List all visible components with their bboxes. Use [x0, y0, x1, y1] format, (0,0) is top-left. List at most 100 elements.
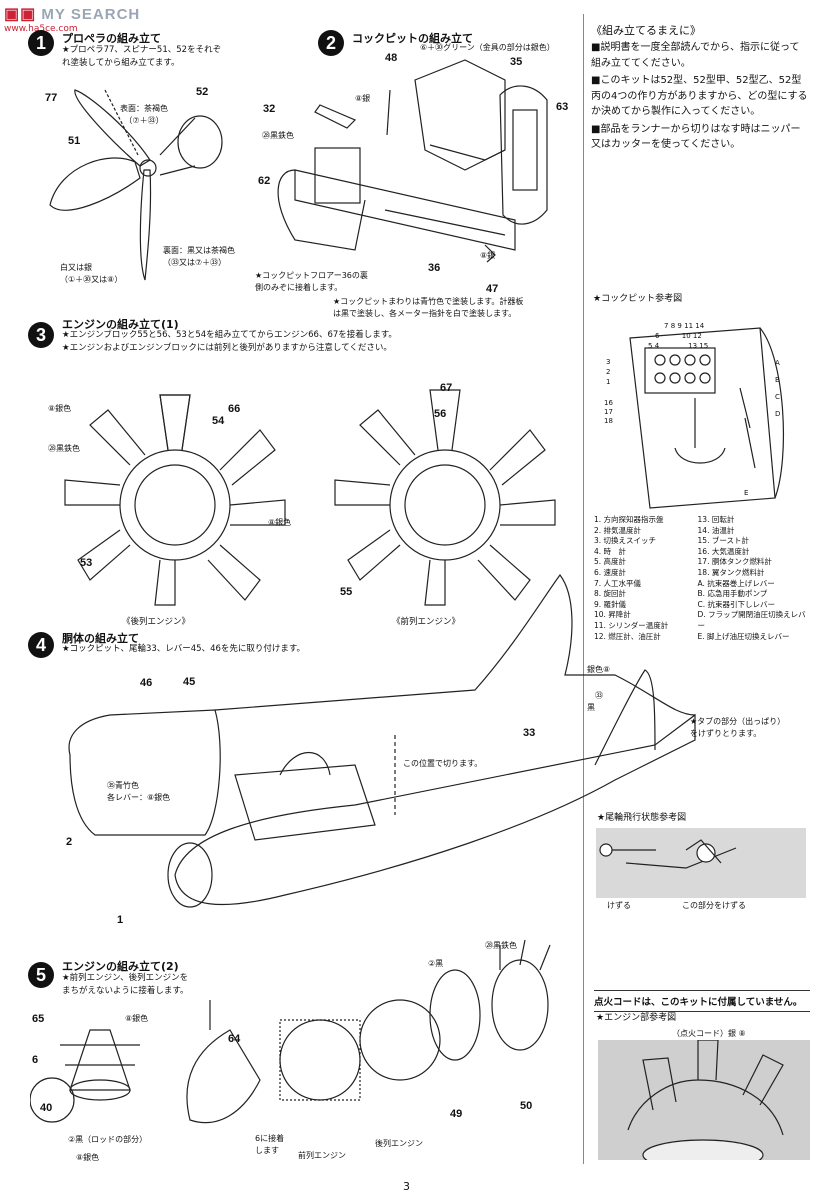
step-4-black-label: 黒 — [587, 703, 595, 712]
watermark-url: www.ha5ce.com — [4, 24, 78, 34]
callout: 4 — [654, 342, 660, 350]
callout: 3 — [606, 358, 611, 366]
step-4-note: ★コックピット、尾輪33、レバー45、46を先に取り付けます。 — [62, 644, 306, 654]
cockpit-legend-right: 13. 回転計 14. 油温計 15. ブースト計 16. 大気温度計 17. … — [698, 515, 809, 642]
part-number-47: 47 — [486, 283, 499, 295]
legend-item: 5. 高度計 — [594, 557, 627, 567]
watermark-brand-prefix: MY — [41, 6, 66, 23]
step-3-silver-label-a: ⑧銀色 — [48, 404, 72, 413]
front-engine-caption: 《前列エンジン》 — [392, 617, 461, 627]
page-number: 3 — [403, 1180, 410, 1193]
engine-ref-drawing — [598, 1040, 810, 1160]
callout: 10 — [681, 332, 691, 340]
cockpit-callouts-right: A B C D — [775, 355, 780, 423]
callout: 14 — [695, 322, 705, 330]
part-number-50: 50 — [520, 1100, 533, 1112]
part-number-53: 53 — [80, 557, 93, 569]
legend-item: 14. 油温計 — [697, 525, 735, 535]
legend-item: 13. 回転計 — [697, 515, 735, 524]
part-number-48: 48 — [385, 52, 398, 64]
step-5-silver-label-b: ⑧銀色 — [76, 1153, 100, 1162]
legend-item: 12. 燃圧計、油圧計 — [594, 631, 661, 641]
step-2-black-iron-label: ㉘黒鉄色 — [262, 131, 294, 140]
step-4-blue-green-label: ㉟青竹色 各レバー：⑧銀色 — [107, 781, 171, 802]
watermark-logo-icon: ▣▣ — [4, 6, 37, 23]
cockpit-legend-left: 1. 方向探知器指示盤 2. 排気温度計 3. 切換えスイッチ 4. 時 計 5… — [594, 515, 694, 642]
fuselage-drawing — [68, 573, 696, 908]
step-5-black-label: ②黒 — [428, 959, 444, 968]
legend-item: E. 脚上げ油圧切換えレバー — [697, 631, 790, 641]
before-assembly-list: ■説明書を一度全部読んでから、指示に従って組み立ててください。 ■このキットは5… — [591, 40, 809, 153]
step-5-note: ★前列エンジン、後列エンジンを まちがえないように接着します。 — [62, 973, 189, 996]
callout: D — [775, 410, 781, 418]
legend-item: 9. 羅針儀 — [594, 599, 627, 609]
callout: 12 — [692, 332, 702, 340]
step-4-black-num-label: ㉝ — [595, 691, 603, 700]
part-number-55: 55 — [340, 586, 353, 598]
callout: B — [775, 376, 780, 384]
legend-item: C. 抗束器引下しレバー — [697, 599, 776, 609]
rear-engine-caption: 《後列エンジン》 — [122, 617, 191, 627]
legend-item: 6. 速度計 — [594, 567, 627, 577]
part-number-66: 66 — [228, 403, 241, 415]
step-2-silver-label-2: ⑧銀 — [480, 251, 496, 260]
legend-item: A. 抗束器巻上げレバー — [697, 578, 775, 588]
propeller-drawing — [49, 89, 223, 281]
part-number-45: 45 — [183, 676, 196, 688]
part-number-32: 32 — [263, 103, 276, 115]
part-number-51: 51 — [68, 135, 81, 147]
step-1-spinner-color-label: 白又は銀 （①＋㉚又は⑧） — [60, 263, 123, 284]
step-2-title: コックピットの組み立て — [352, 32, 473, 45]
step-3-badge: 3 — [28, 322, 54, 348]
step-4-cut-here-label: この位置で切ります。 — [403, 759, 483, 768]
part-number-6: 6 — [32, 1054, 39, 1066]
part-number-1: 1 — [117, 914, 124, 926]
legend-item: 18. 翼タンク燃料計 — [697, 567, 765, 577]
part-number-67: 67 — [440, 382, 453, 394]
step-2-silver-label-1: ⑧銀 — [355, 94, 371, 103]
step-2-green-label: ⑥＋㉚グリーン（金具の部分は銀色） — [420, 43, 555, 52]
step-2-floor-note: ★コックピットフロアー36の裏 側のみぞに接着します。 — [255, 271, 368, 292]
part-number-77: 77 — [45, 92, 58, 104]
part-number-2: 2 — [66, 836, 73, 848]
legend-item: 10. 昇降計 — [594, 610, 631, 620]
part-number-62: 62 — [258, 175, 271, 187]
cockpit-legend: 1. 方向探知器指示盤 2. 排気温度計 3. 切換えスイッチ 4. 時 計 5… — [594, 515, 809, 642]
step-3-note: ★エンジンブロック55と56、53と54を組み立ててからエンジン66、67を接着… — [62, 330, 397, 353]
before-assembly-title: 《組み立てるまえに》 — [591, 24, 701, 37]
part-number-65: 65 — [32, 1013, 45, 1025]
cockpit-callouts-top: 7 8 9 11 14 — [664, 320, 704, 332]
watermark-brand: SEARCH — [70, 6, 141, 23]
step-1-title: プロペラの組み立て — [62, 32, 161, 45]
callout: 2 — [606, 368, 611, 376]
step-2-paint-note: ★コックピットまわりは青竹色で塗装します。計器板 は黒で塗装し、各メーター指針を… — [333, 297, 524, 318]
callout: 18 — [604, 417, 613, 425]
step-3-silver-label-b: ⑧銀色 — [268, 518, 292, 527]
part-number-63: 63 — [556, 101, 569, 113]
legend-item: B. 応急用手動ポンプ — [697, 589, 768, 599]
callout: C — [775, 393, 780, 401]
callout: 8 — [670, 322, 676, 330]
step-1-front-color-label: 表面：茶褐色 （⑦＋㉝） — [120, 104, 168, 125]
callout: 11 — [684, 322, 694, 330]
tailwheel-shave-this-label: この部分をけずる — [682, 901, 746, 910]
step-2-badge: 2 — [318, 30, 344, 56]
step-5-title: エンジンの組み立て(2) — [62, 960, 179, 973]
cockpit-drawing — [277, 59, 548, 263]
callout: 15 — [699, 342, 709, 350]
cockpit-callouts-row3: 5 4 13 15 — [648, 340, 708, 352]
callout: 17 — [604, 408, 613, 416]
tailwheel-ref-drawing — [596, 828, 806, 898]
step-4-silver-label: 銀色⑧ — [587, 665, 611, 674]
before-assembly-item: ■部品をランナーから切りはなす時はニッパー又はカッターを使ってください。 — [591, 123, 801, 151]
engine-ref-label: （点火コード）銀 ⑧ — [672, 1029, 746, 1038]
callout: 5 — [648, 342, 653, 350]
legend-item: 11. シリンダー温度計 — [594, 620, 669, 630]
cockpit-callouts-left: 3 2 1 — [606, 357, 610, 387]
before-assembly-item: ■説明書を一度全部読んでから、指示に従って組み立ててください。 — [591, 42, 800, 69]
legend-item: 7. 人工水平儀 — [594, 578, 642, 588]
part-number-49: 49 — [450, 1108, 463, 1120]
callout: 1 — [606, 378, 611, 386]
callout: 9 — [677, 322, 682, 330]
step-4-title: 胴体の組み立て — [62, 632, 139, 645]
